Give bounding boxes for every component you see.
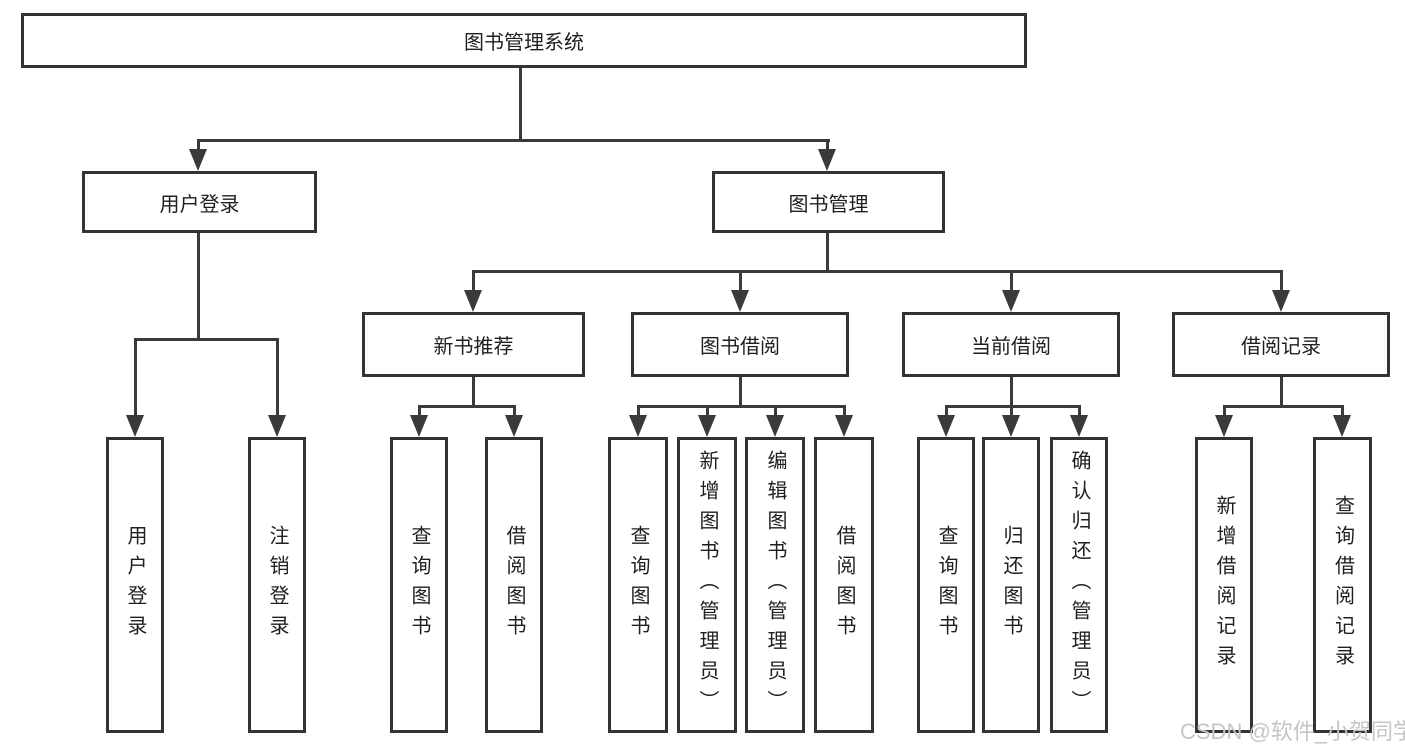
connector-stem-book-management [826, 233, 829, 270]
arrowhead-current-borrow [1002, 290, 1020, 312]
connector-drop-user-login [197, 139, 200, 150]
connector-splitter-level3 [472, 270, 1282, 273]
leaf-borrow-borrow-books: 借阅图书 [814, 437, 874, 733]
connector-stem-new-book [472, 377, 475, 405]
arrowhead [1070, 415, 1088, 437]
node-root: 图书管理系统 [21, 13, 1027, 68]
connector-drop [774, 405, 777, 417]
connector-drop-borrow-records [1280, 270, 1283, 292]
connector-stem-root [519, 68, 522, 139]
arrowhead-user-login [189, 149, 207, 171]
connector-splitter-book-borrow [637, 405, 845, 408]
leaf-current-return-book: 归还图书 [982, 437, 1040, 733]
connector-drop-leaf-logout [276, 338, 279, 417]
connector-drop [706, 405, 709, 417]
arrowhead [937, 415, 955, 437]
arrowhead [766, 415, 784, 437]
arrowhead [629, 415, 647, 437]
connector-drop [418, 405, 421, 417]
arrowhead [1333, 415, 1351, 437]
leaf-logout-login: 注销登录 [248, 437, 306, 733]
connector-drop-book-management [826, 139, 829, 150]
connector-drop-book-borrow [739, 270, 742, 292]
arrowhead-leaf-logout [268, 415, 286, 437]
connector-stem-current-borrow [1010, 377, 1013, 405]
leaf-records-add-record: 新增借阅记录 [1195, 437, 1253, 733]
connector-splitter-level2 [198, 139, 830, 142]
csdn-watermark: CSDN @软件_小贺同学 [1180, 719, 1405, 744]
node-user-login: 用户登录 [82, 171, 317, 233]
leaf-borrow-query-books: 查询图书 [608, 437, 668, 733]
connector-drop-current-borrow [1010, 270, 1013, 292]
node-book-borrow: 图书借阅 [631, 312, 849, 377]
arrowhead [410, 415, 428, 437]
node-book-management: 图书管理 [712, 171, 945, 233]
connector-drop-leaf-user-login [134, 338, 137, 417]
connector-drop [1078, 405, 1081, 417]
arrowhead [835, 415, 853, 437]
connector-splitter-new-book [418, 405, 515, 408]
connector-stem-book-borrow [739, 377, 742, 405]
arrowhead-borrow-records [1272, 290, 1290, 312]
node-current-borrow: 当前借阅 [902, 312, 1120, 377]
connector-stem-borrow-records [1280, 377, 1283, 405]
arrowhead-book-management [818, 149, 836, 171]
connector-drop [1341, 405, 1344, 417]
connector-splitter-user-login [134, 338, 278, 341]
arrowhead [1215, 415, 1233, 437]
arrowhead-leaf-user-login [126, 415, 144, 437]
leaf-borrow-add-book-admin: 新增图书（管理员） [677, 437, 737, 733]
leaf-recommend-query-books: 查询图书 [390, 437, 448, 733]
node-borrow-records: 借阅记录 [1172, 312, 1390, 377]
arrowhead [505, 415, 523, 437]
connector-drop [945, 405, 948, 417]
node-new-book-recommend: 新书推荐 [362, 312, 585, 377]
arrowhead [698, 415, 716, 437]
leaf-recommend-borrow-books: 借阅图书 [485, 437, 543, 733]
connector-drop [1010, 405, 1013, 417]
leaf-user-login: 用户登录 [106, 437, 164, 733]
leaf-records-query-record: 查询借阅记录 [1313, 437, 1372, 733]
connector-splitter-borrow-records [1223, 405, 1343, 408]
connector-drop [637, 405, 640, 417]
connector-drop [513, 405, 516, 417]
connector-stem-user-login [197, 233, 200, 338]
arrowhead-new-book [464, 290, 482, 312]
arrowhead-book-borrow [731, 290, 749, 312]
leaf-current-query-books: 查询图书 [917, 437, 975, 733]
connector-drop-new-book [472, 270, 475, 292]
leaf-borrow-edit-book-admin: 编辑图书（管理员） [745, 437, 805, 733]
connector-drop [843, 405, 846, 417]
connector-drop [1223, 405, 1226, 417]
arrowhead [1002, 415, 1020, 437]
leaf-current-confirm-return-admin: 确认归还（管理员） [1050, 437, 1108, 733]
